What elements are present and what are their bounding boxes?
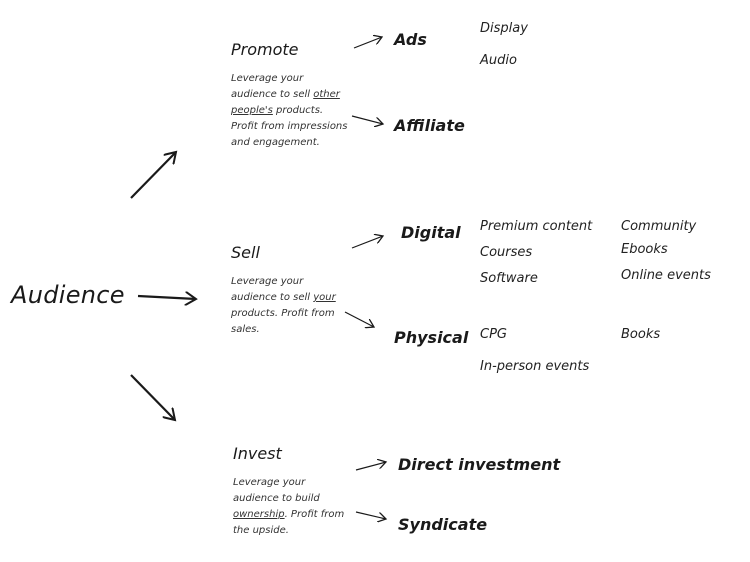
ads-item-display: Display <box>480 21 528 36</box>
syndicate-label: Syndicate <box>398 515 488 534</box>
arrow-sell-digital <box>351 236 383 249</box>
ads-item-audio: Audio <box>480 53 517 68</box>
invest-title: Invest <box>233 444 282 463</box>
physical-item: In-person events <box>480 359 590 374</box>
digital-item: Community <box>621 219 697 234</box>
digital-item: Premium content <box>480 219 593 234</box>
sell-description-emphasis: your <box>313 292 336 303</box>
sell-description: Leverage your audience to sell your prod… <box>231 276 336 335</box>
affiliate-label: Affiliate <box>394 116 465 135</box>
arrow-promote-ads <box>353 37 382 49</box>
sell-title: Sell <box>231 243 260 262</box>
arrow-audience-promote <box>130 152 176 199</box>
physical-label: Physical <box>394 328 469 347</box>
physical-item: Books <box>621 327 661 342</box>
ads-label: Ads <box>394 30 427 49</box>
arrow-audience-invest <box>130 374 175 420</box>
arrow-audience-sell <box>137 296 196 299</box>
invest-description-emphasis: ownership <box>233 509 285 520</box>
promote-title: Promote <box>231 40 299 59</box>
digital-item: Courses <box>480 245 533 260</box>
arrow-invest-syndicate <box>355 511 386 519</box>
arrow-sell-physical <box>344 311 374 327</box>
direct-investment-label: Direct investment <box>398 455 561 474</box>
physical-item: CPG <box>480 327 507 342</box>
promote-description-emphasis: other people's <box>231 89 340 116</box>
digital-item: Software <box>480 271 538 286</box>
digital-item: Online events <box>621 268 711 283</box>
digital-label: Digital <box>401 223 461 242</box>
arrow-invest-direct <box>355 462 386 471</box>
invest-description: Leverage your audience to build ownershi… <box>233 477 345 536</box>
audience-label: Audience <box>11 281 125 309</box>
arrow-promote-affiliate <box>351 115 383 124</box>
digital-item: Ebooks <box>621 242 668 257</box>
promote-description: Leverage your audience to sell other peo… <box>231 73 348 148</box>
